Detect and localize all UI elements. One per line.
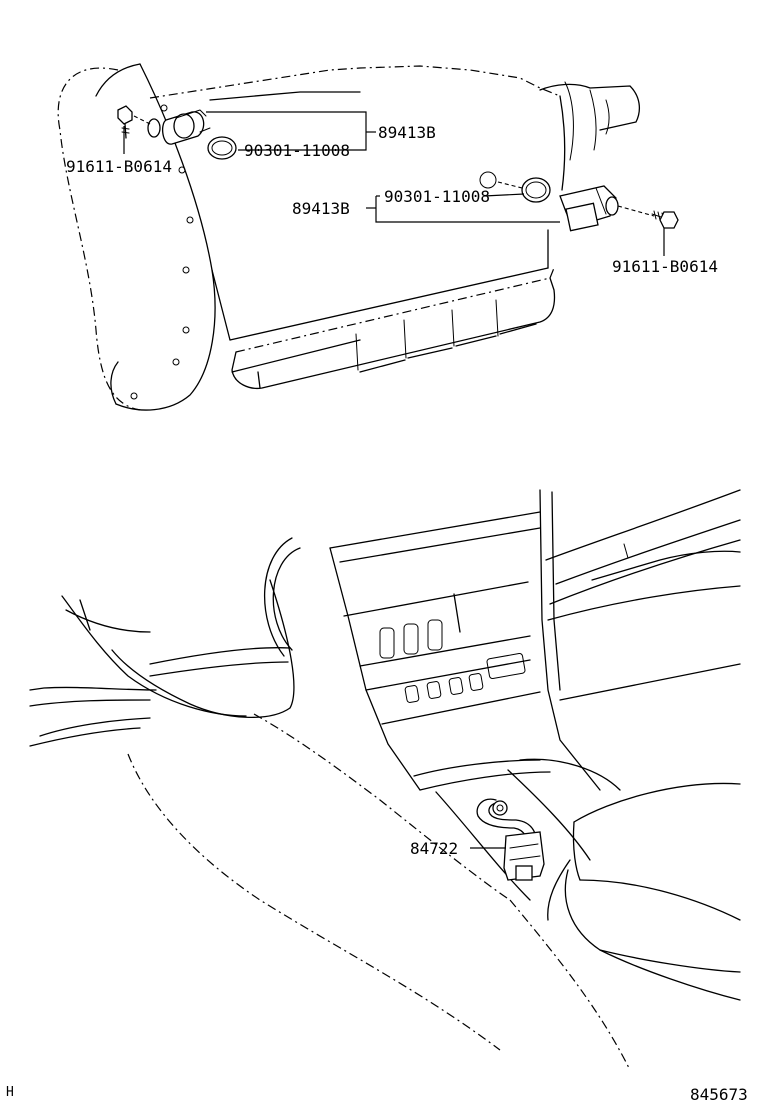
- label-sensor-left: 89413B: [378, 123, 436, 142]
- o-ring-right[interactable]: [521, 177, 551, 203]
- speed-sensor-left[interactable]: [147, 109, 211, 145]
- shift-lock-switch[interactable]: [476, 798, 545, 881]
- callout-leaders: [123, 111, 665, 849]
- sensor-bore-right: [479, 171, 523, 189]
- label-oring-left: 90301-11008: [244, 141, 350, 160]
- bolt-left[interactable]: [117, 105, 151, 139]
- label-sensor-right: 89413B: [292, 199, 350, 218]
- bolt-right[interactable]: [651, 210, 679, 229]
- transmission-assembly: [57, 63, 641, 411]
- corner-mark: H: [6, 1085, 14, 1100]
- cabin-interior: [29, 489, 741, 1071]
- figure-number: 845673: [690, 1085, 748, 1104]
- o-ring-left[interactable]: [207, 136, 237, 160]
- label-bolt-left: 91611-B0614: [66, 157, 172, 176]
- speed-sensor-right[interactable]: [559, 185, 655, 232]
- label-switch: 84722: [410, 839, 458, 858]
- label-bolt-right: 91611-B0614: [612, 257, 718, 276]
- label-oring-right: 90301-11008: [384, 187, 490, 206]
